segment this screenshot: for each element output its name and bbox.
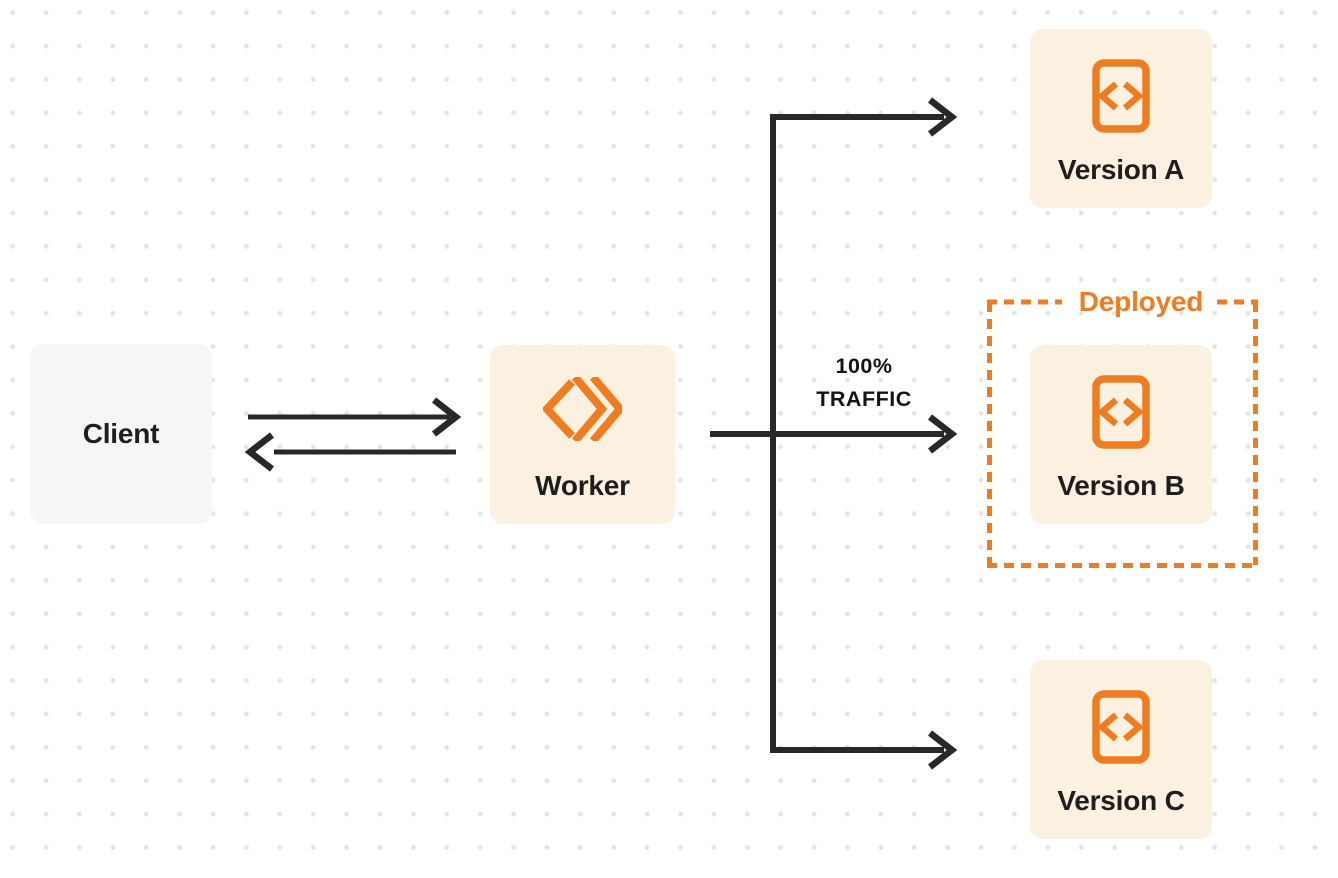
worker-node: Worker <box>490 345 675 524</box>
traffic-percent: 100% <box>835 354 893 378</box>
branch-line <box>770 97 958 770</box>
version-c-node: Version C <box>1030 660 1212 839</box>
version-a-node: Version A <box>1030 29 1212 208</box>
version-a-label: Version A <box>1057 154 1185 185</box>
traffic-word: TRAFFIC <box>816 387 912 411</box>
version-b-label: Version B <box>1057 470 1185 501</box>
cloudflare-workers-logo-icon <box>543 377 622 441</box>
arrow-worker-to-version-b <box>710 414 958 454</box>
version-b-node: Version B <box>1030 345 1212 524</box>
client-label: Client <box>82 418 160 449</box>
code-document-icon <box>1092 690 1150 764</box>
code-document-icon <box>1092 375 1150 449</box>
arrowhead-version-a <box>928 97 958 137</box>
arrow-worker-to-client <box>244 432 456 472</box>
version-c-label: Version C <box>1057 785 1185 816</box>
code-document-icon <box>1092 59 1150 133</box>
arrow-client-to-worker <box>248 397 462 437</box>
traffic-label: 100% TRAFFIC <box>764 350 964 416</box>
deployed-label: Deployed <box>1078 286 1204 317</box>
arrowhead-version-c <box>928 730 958 770</box>
worker-label: Worker <box>535 470 630 501</box>
client-node: Client <box>30 344 212 524</box>
